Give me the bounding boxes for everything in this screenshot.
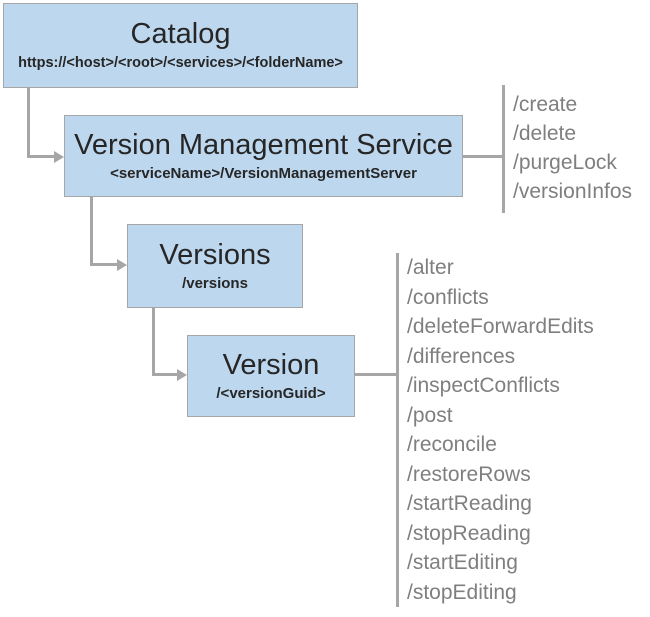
operation-item: /stopEditing <box>407 580 517 604</box>
node-version-title: Version <box>222 348 320 381</box>
connector-versions-version-vertical <box>152 308 155 374</box>
operation-item: /versionInfos <box>513 180 633 203</box>
operation-item: /restoreRows <box>407 462 531 486</box>
operation-item: /purgeLock <box>513 151 617 174</box>
operation-item: /create <box>513 93 578 116</box>
connector-vms-operations <box>463 155 503 158</box>
operation-item: /startReading <box>407 492 532 515</box>
node-catalog-title: Catalog <box>130 18 231 51</box>
node-catalog-url-pattern: https://<host>/<root>/<services>/<folder… <box>18 54 343 71</box>
operation-item: /differences <box>407 344 516 368</box>
operation-item: /delete <box>513 122 577 145</box>
version-operations-rail <box>396 253 399 607</box>
connector-vms-versions-horizontal <box>90 263 118 266</box>
operation-item: /post <box>407 403 453 427</box>
connector-versions-version-horizontal <box>152 373 178 376</box>
node-versions: Versions /versions <box>127 224 303 308</box>
node-versions-url-pattern: /versions <box>182 274 248 292</box>
node-vms-url-pattern: <serviceName>/VersionManagementServer <box>110 164 417 182</box>
node-version-management-service: Version Management Service <serviceName>… <box>64 115 463 197</box>
operation-item: /alter <box>407 256 454 279</box>
operation-item: /startEditing <box>407 551 518 574</box>
node-catalog: Catalog https://<host>/<root>/<services>… <box>3 3 358 88</box>
arrowhead-into-versions-icon <box>117 258 127 271</box>
operation-item: /reconcile <box>407 433 497 456</box>
operation-item: /stopReading <box>407 521 531 545</box>
connector-catalog-vms-horizontal <box>27 155 55 158</box>
vms-operations-rail <box>502 85 505 213</box>
connector-vms-versions-vertical <box>90 197 93 264</box>
operation-item: /conflicts <box>407 285 489 309</box>
node-vms-title: Version Management Service <box>74 128 453 161</box>
node-versions-title: Versions <box>159 238 271 271</box>
node-version-url-pattern: /<versionGuid> <box>216 384 326 402</box>
connector-catalog-vms-vertical <box>27 88 30 156</box>
arrowhead-into-version-icon <box>177 368 187 381</box>
operation-item: /inspectConflicts <box>407 374 560 397</box>
arrowhead-into-vms-icon <box>54 150 64 163</box>
version-operations-list: /alter/conflicts/deleteForwardEdits/diff… <box>407 253 594 607</box>
vms-operations-list: /create/delete/purgeLock/versionInfos <box>513 90 632 206</box>
connector-version-operations <box>355 373 397 376</box>
node-version: Version /<versionGuid> <box>187 335 355 417</box>
operation-item: /deleteForwardEdits <box>407 315 594 338</box>
